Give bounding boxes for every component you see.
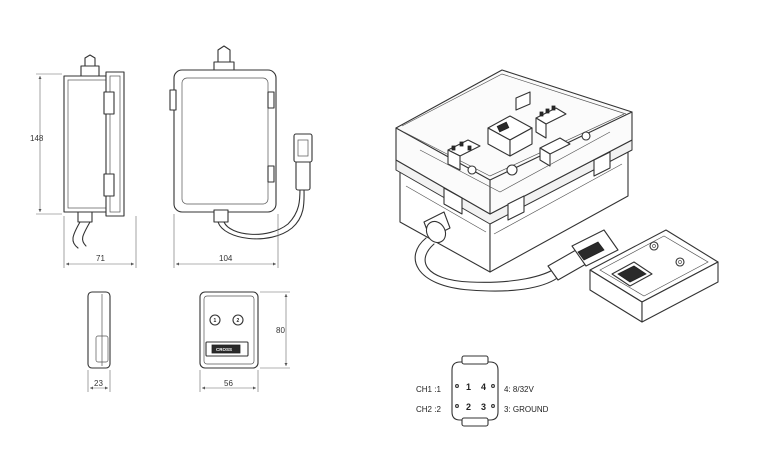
connector-pinout: 1 4 2 3 CH1 :1 CH2 :2 4: 8/32V 3: GROUND (416, 355, 549, 427)
pin-label-ground: 3: GROUND (504, 405, 549, 414)
remote-side-view (87, 291, 111, 369)
isometric-view (395, 69, 719, 323)
dim-depth-label: 71 (96, 254, 105, 263)
pin-label-ch1: CH1 :1 (416, 385, 441, 394)
dim-remote-depth: 23 (87, 370, 111, 392)
dim-remote-depth-label: 23 (94, 379, 103, 388)
pin-4: 4 (481, 382, 486, 392)
remote-button-1 (209, 314, 221, 326)
front-view (169, 45, 313, 240)
dim-height: 148 (30, 73, 62, 215)
pin-1: 1 (466, 382, 471, 392)
dim-width: 104 (173, 214, 279, 268)
pin-label-ch2: CH2 :2 (416, 405, 441, 414)
remote-button-2 (232, 314, 244, 326)
pin-3: 3 (481, 402, 486, 412)
remote-button-1-label: 1 (214, 318, 217, 324)
dim-remote-height: 80 (260, 291, 290, 369)
pin-label-power: 4: 8/32V (504, 385, 534, 394)
dim-depth: 71 (63, 216, 137, 268)
dim-width-label: 104 (219, 254, 233, 263)
remote-brand-label: CROSS (216, 347, 232, 352)
pin-2: 2 (466, 402, 471, 412)
side-view (63, 54, 125, 249)
dim-remote-width-label: 56 (224, 379, 233, 388)
dim-height-label: 148 (30, 134, 44, 143)
dim-remote-width: 56 (199, 370, 259, 392)
remote-button-2-label: 2 (237, 318, 240, 324)
remote-front-view: 1 2 CROSS (199, 291, 259, 369)
dim-remote-height-label: 80 (276, 326, 285, 335)
